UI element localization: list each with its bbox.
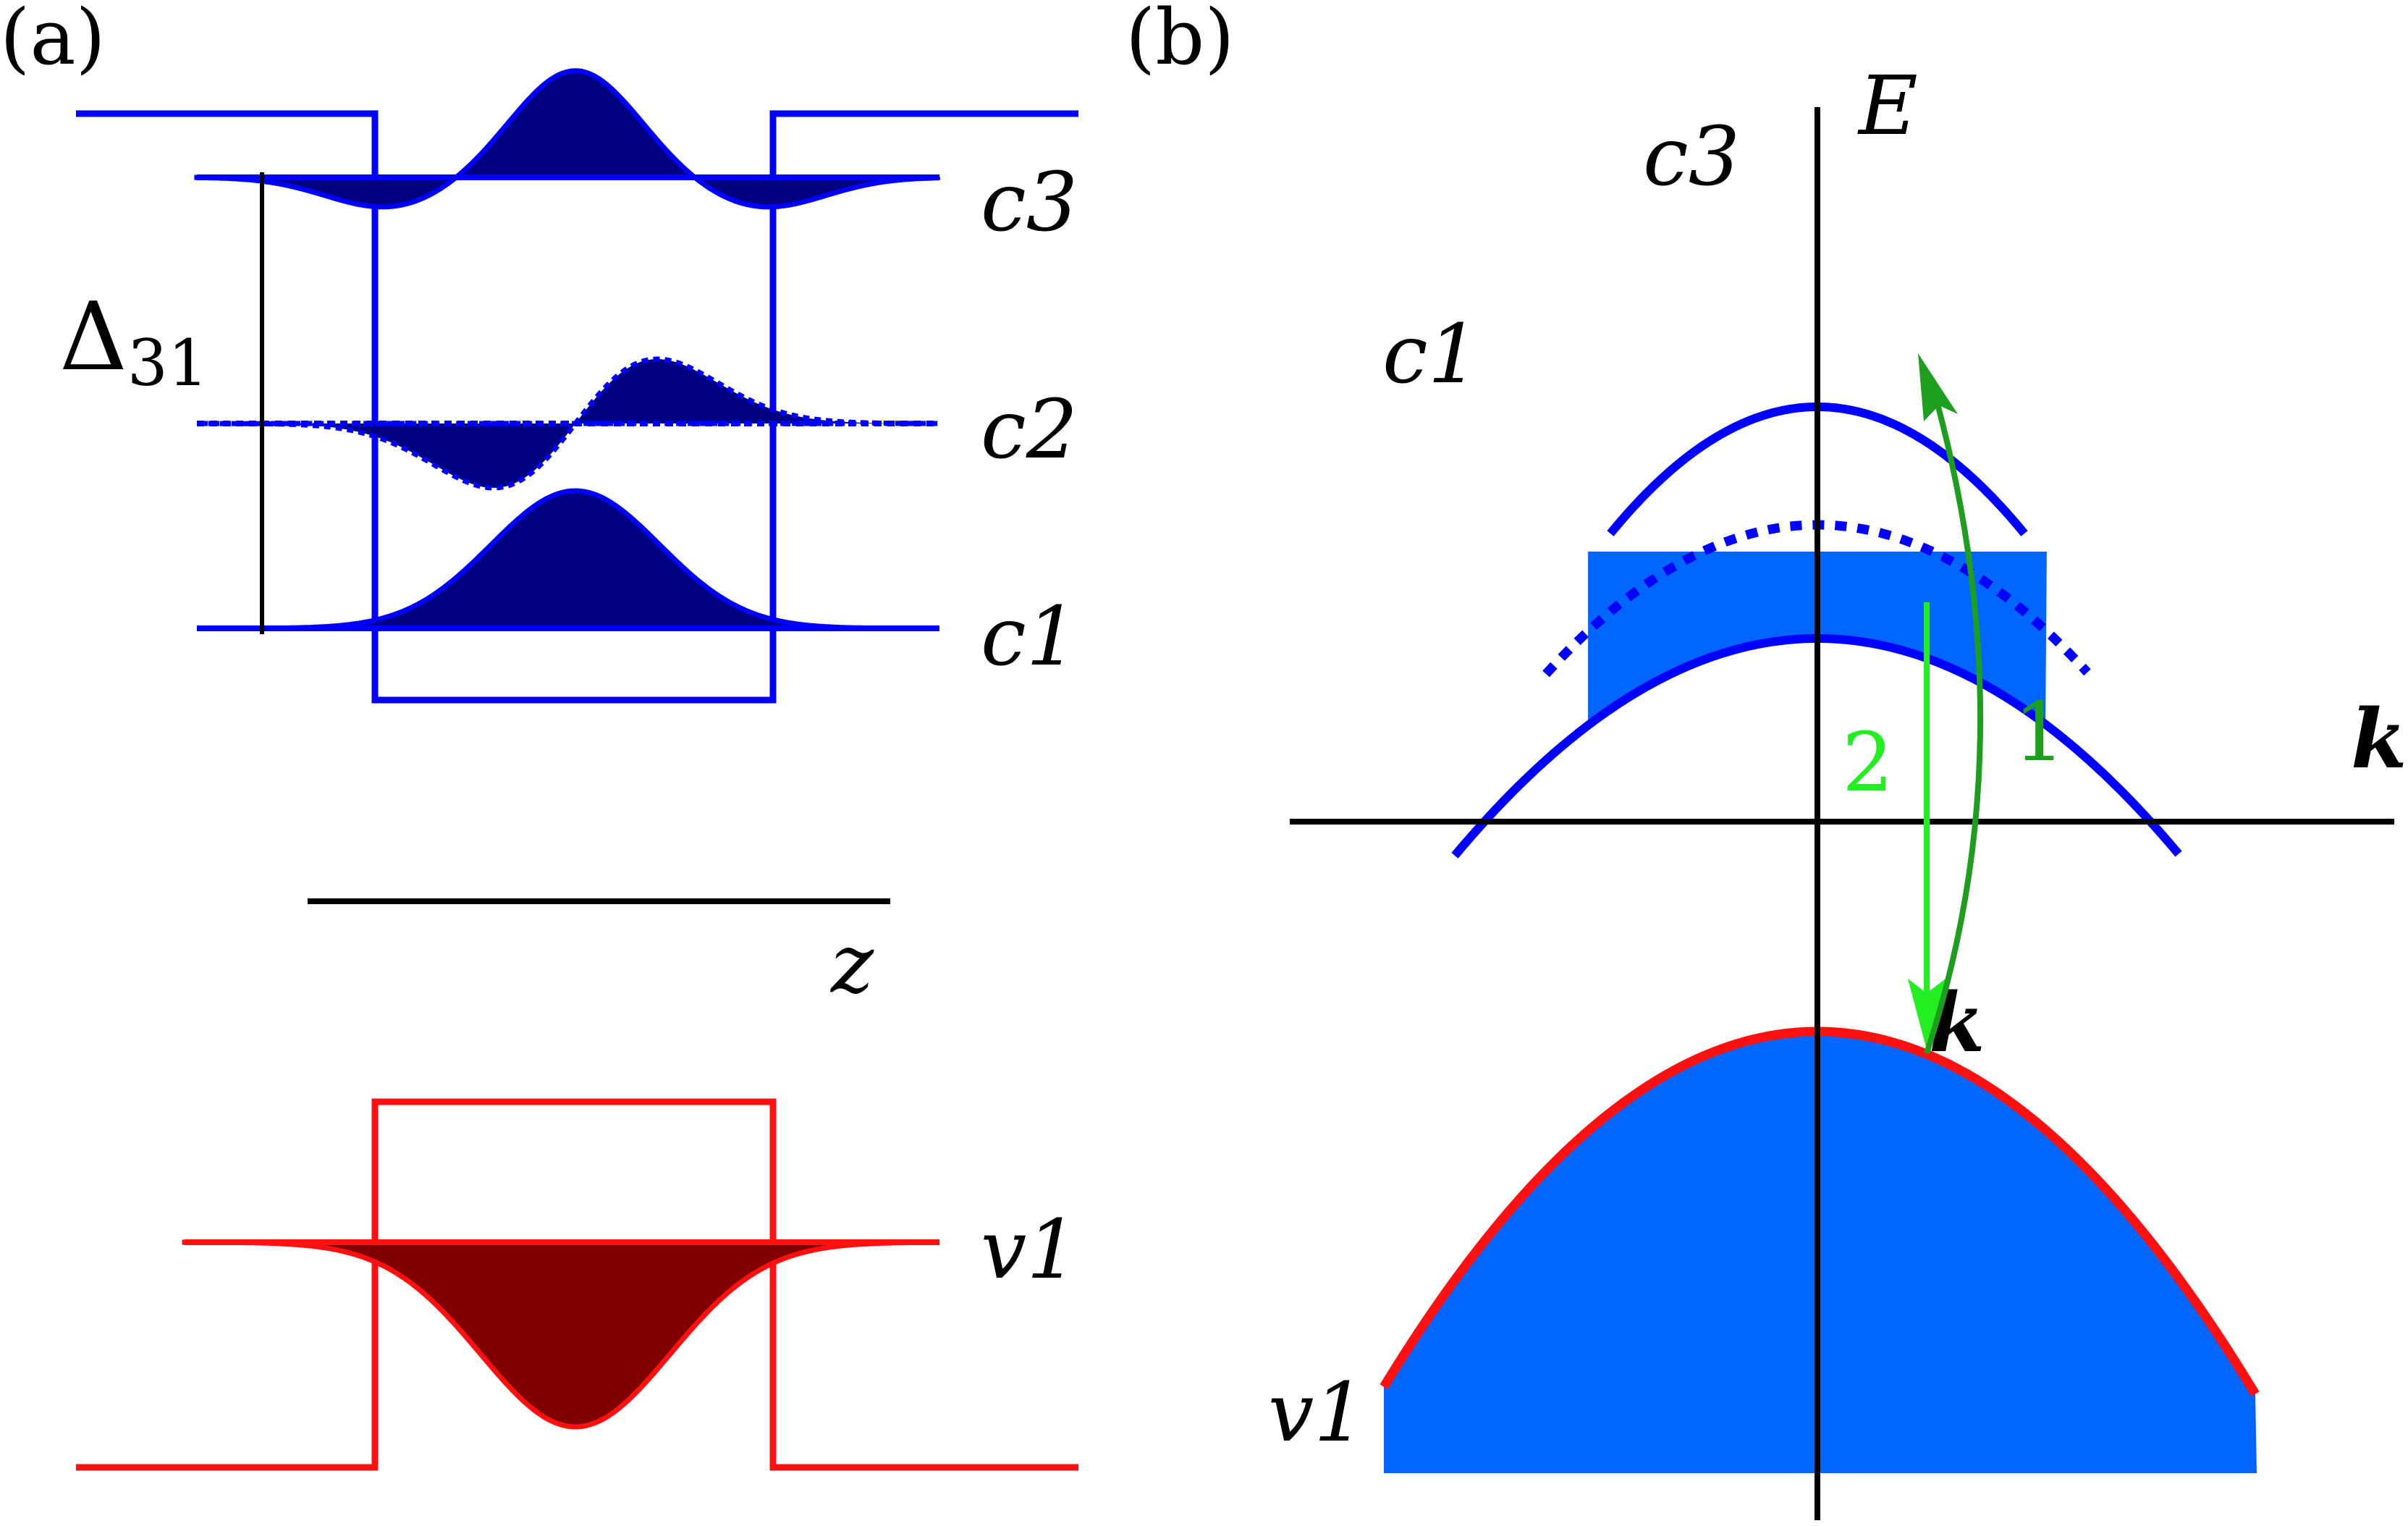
c2-label-a: c2	[981, 383, 1078, 477]
valence-well-profile	[76, 1098, 1078, 1471]
v1-wavefunction	[182, 1239, 940, 1430]
c1-wavefunction	[197, 488, 939, 631]
transition-2-label: 2	[1842, 716, 1893, 810]
k-axis-label: k	[2351, 692, 2407, 787]
v1-label-b: v1	[1268, 1366, 1366, 1460]
c2-wavefunction	[197, 356, 939, 491]
transition-1-arrow	[1924, 389, 1984, 1055]
delta-31-label: Δ31	[59, 282, 208, 400]
conduction-well-profile	[76, 110, 1078, 704]
c3-wavefunction	[194, 68, 941, 210]
transition-1-label: 1	[2014, 686, 2065, 780]
v1-label-a: v1	[981, 1203, 1078, 1297]
panel-a-tag: (a)	[0, 0, 106, 82]
panel-b-tag: (b)	[1125, 0, 1235, 82]
transition-2-arrowhead	[1908, 979, 1946, 1050]
energy-axis-label: E	[1857, 59, 1918, 153]
c1-label-b: c1	[1382, 308, 1479, 402]
transition-1-arrowhead	[1918, 353, 1958, 421]
c3-label-b: c3	[1643, 110, 1740, 204]
z-axis-label: z	[829, 917, 874, 1011]
c1-label-a: c1	[981, 590, 1078, 684]
c3-label-a: c3	[981, 156, 1078, 250]
